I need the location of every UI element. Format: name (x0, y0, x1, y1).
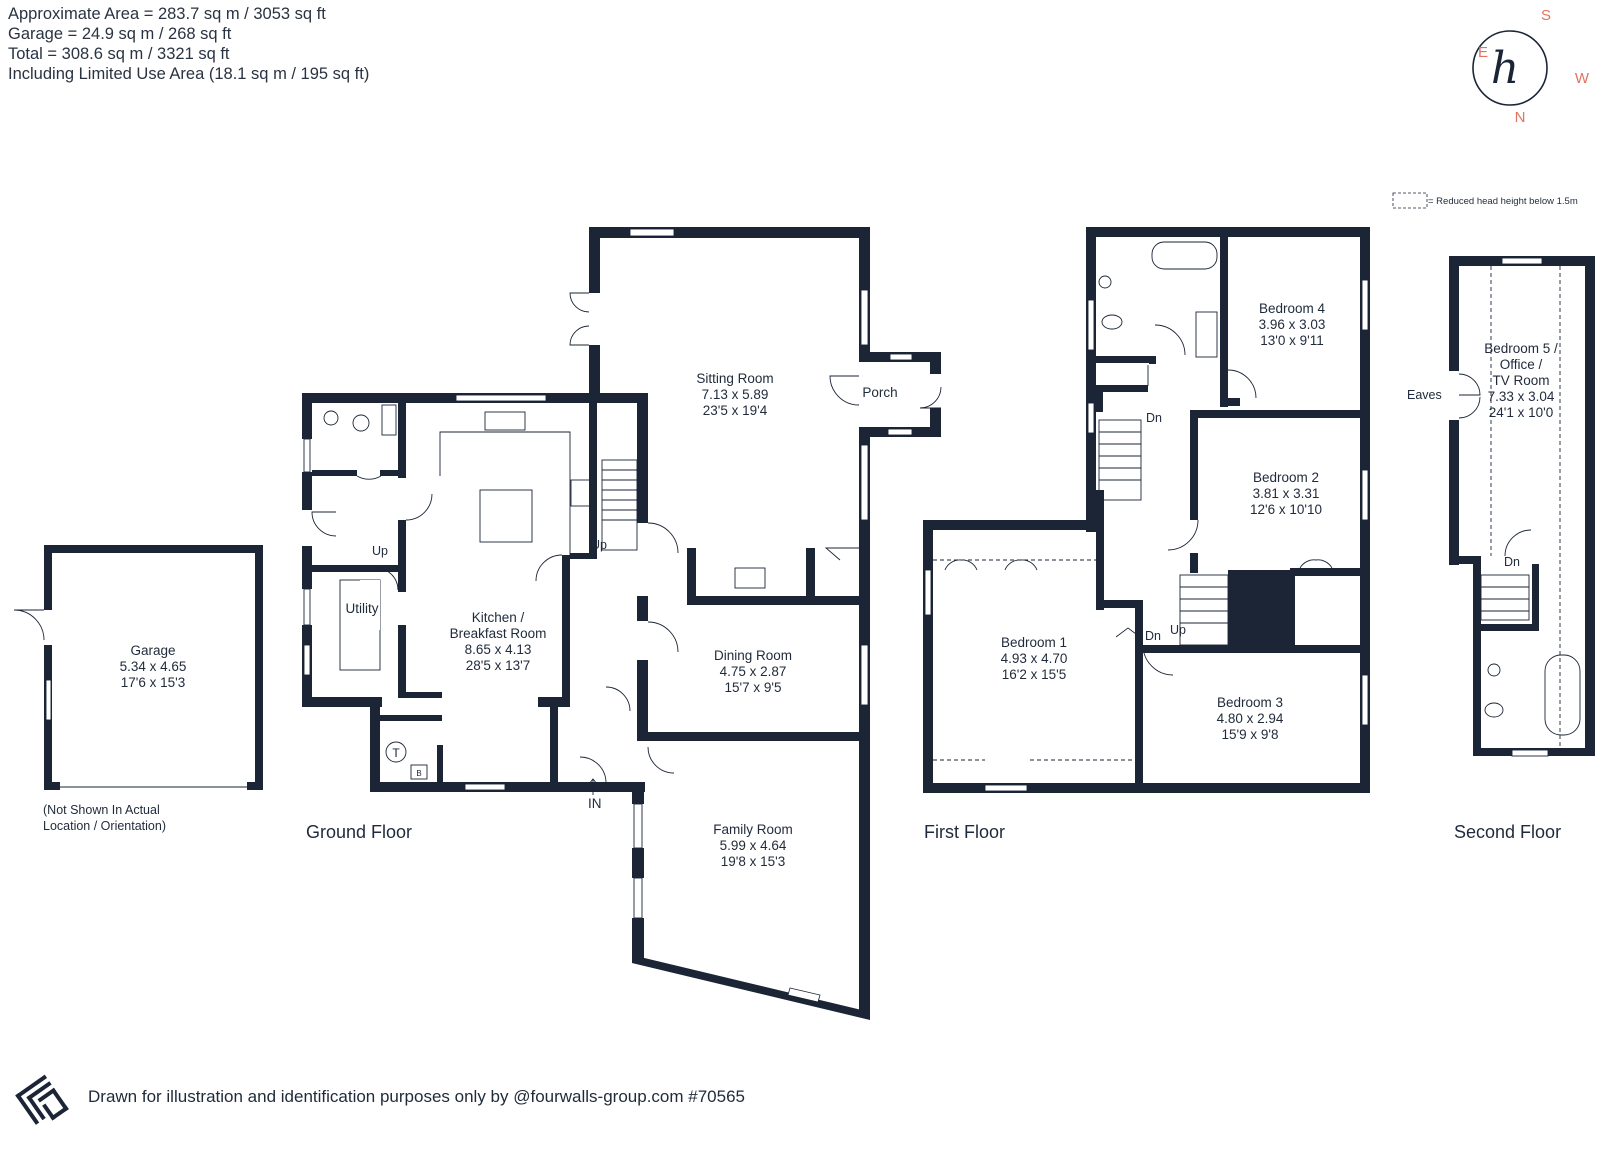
bedroom-1-name: Bedroom 1 (1001, 635, 1067, 650)
kitchen-name-2: Breakfast Room (450, 626, 547, 641)
garage-name: Garage (130, 643, 175, 658)
bedroom-5-metric: 7.33 x 3.04 (1488, 389, 1555, 404)
first-floor-label: First Floor (924, 822, 1005, 842)
garage-note-line1: (Not Shown In Actual (43, 803, 160, 817)
bedroom-2-metric: 3.81 x 3.31 (1253, 486, 1320, 501)
legend-swatch (1392, 192, 1428, 209)
sitting-room-name: Sitting Room (696, 371, 773, 386)
family-room-imperial: 19'8 x 15'3 (721, 854, 785, 869)
bedroom-2-name: Bedroom 2 (1253, 470, 1319, 485)
second-stairs-down: Dn (1504, 555, 1520, 569)
dining-room-name: Dining Room (714, 648, 792, 663)
family-room-name: Family Room (713, 822, 793, 837)
bedroom-4-name: Bedroom 4 (1259, 301, 1326, 316)
kitchen-name-1: Kitchen / (472, 610, 525, 625)
area-summary: Approximate Area = 283.7 sq m / 3053 sq … (8, 4, 369, 84)
kitchen-metric: 8.65 x 4.13 (465, 642, 532, 657)
compass-ring (1472, 30, 1548, 106)
entrance-label: IN (588, 796, 602, 811)
legend-text: = Reduced head height below 1.5m (1428, 196, 1578, 207)
bedroom-4-imperial: 13'0 x 9'11 (1260, 333, 1323, 348)
sitting-room-imperial: 23'5 x 19'4 (703, 403, 768, 418)
utility-name: Utility (346, 601, 379, 616)
garage-area-text: Garage = 24.9 sq m / 268 sq ft (8, 25, 232, 43)
compass-e: E (1478, 44, 1488, 61)
bedroom-5-name-1: Bedroom 5 / (1484, 341, 1558, 356)
first-stairs-up: Up (1170, 623, 1186, 637)
compass-logo: h S W N E (1472, 7, 1590, 126)
garage-metric: 5.34 x 4.65 (120, 659, 187, 674)
garage-note-line2: Location / Orientation) (43, 819, 166, 833)
dining-room-metric: 4.75 x 2.87 (720, 664, 787, 679)
dining-room-imperial: 15'7 x 9'5 (725, 680, 782, 695)
kitchen-imperial: 28'5 x 13'7 (466, 658, 530, 673)
footer-disclaimer: Drawn for illustration and identificatio… (88, 1087, 745, 1106)
bedroom-3-metric: 4.80 x 2.94 (1217, 711, 1284, 726)
ground-floor-plan: T B (302, 227, 942, 1020)
bedroom-3-imperial: 15'9 x 9'8 (1222, 727, 1279, 742)
bedroom-1-imperial: 16'2 x 15'5 (1002, 667, 1066, 682)
ground-utility-up: Up (372, 544, 388, 558)
legend: = Reduced head height below 1.5m (1392, 192, 1578, 209)
eaves-label: Eaves (1407, 388, 1442, 402)
sitting-room-metric: 7.13 x 5.89 (702, 387, 769, 402)
garage-plan (13, 545, 263, 790)
family-room-metric: 5.99 x 4.64 (720, 838, 787, 853)
bedroom-2-imperial: 12'6 x 10'10 (1250, 502, 1322, 517)
total-area-text: Total = 308.6 sq m / 3321 sq ft (8, 45, 230, 63)
bedroom-3-name: Bedroom 3 (1217, 695, 1283, 710)
bedroom-5-imperial: 24'1 x 10'0 (1489, 405, 1553, 420)
limited-use-area-text: Including Limited Use Area (18.1 sq m / … (8, 65, 370, 83)
compass-n: N (1515, 109, 1526, 126)
tank-label: T (392, 746, 400, 760)
second-floor-plan (1449, 256, 1595, 757)
ground-floor-label: Ground Floor (306, 822, 412, 842)
fourwalls-logo-icon (15, 1074, 69, 1125)
first-landing-down: Dn (1145, 629, 1161, 643)
ground-stairs-up: Up (591, 538, 607, 552)
approx-area-text: Approximate Area = 283.7 sq m / 3053 sq … (8, 5, 326, 23)
porch-name: Porch (862, 385, 897, 400)
compass-w: W (1575, 70, 1590, 87)
compass-logo-letter: h (1491, 43, 1519, 94)
first-stairs-down: Dn (1146, 411, 1162, 425)
compass-s: S (1541, 7, 1551, 24)
bedroom-4-metric: 3.96 x 3.03 (1259, 317, 1326, 332)
second-floor-label: Second Floor (1454, 822, 1561, 842)
first-floor-plan (923, 227, 1370, 793)
bedroom-5-name-2: Office / (1500, 357, 1543, 372)
boiler-label: B (416, 769, 421, 778)
bedroom-5-name-3: TV Room (1492, 373, 1549, 388)
garage-imperial: 17'6 x 15'3 (121, 675, 185, 690)
bedroom-1-metric: 4.93 x 4.70 (1001, 651, 1068, 666)
